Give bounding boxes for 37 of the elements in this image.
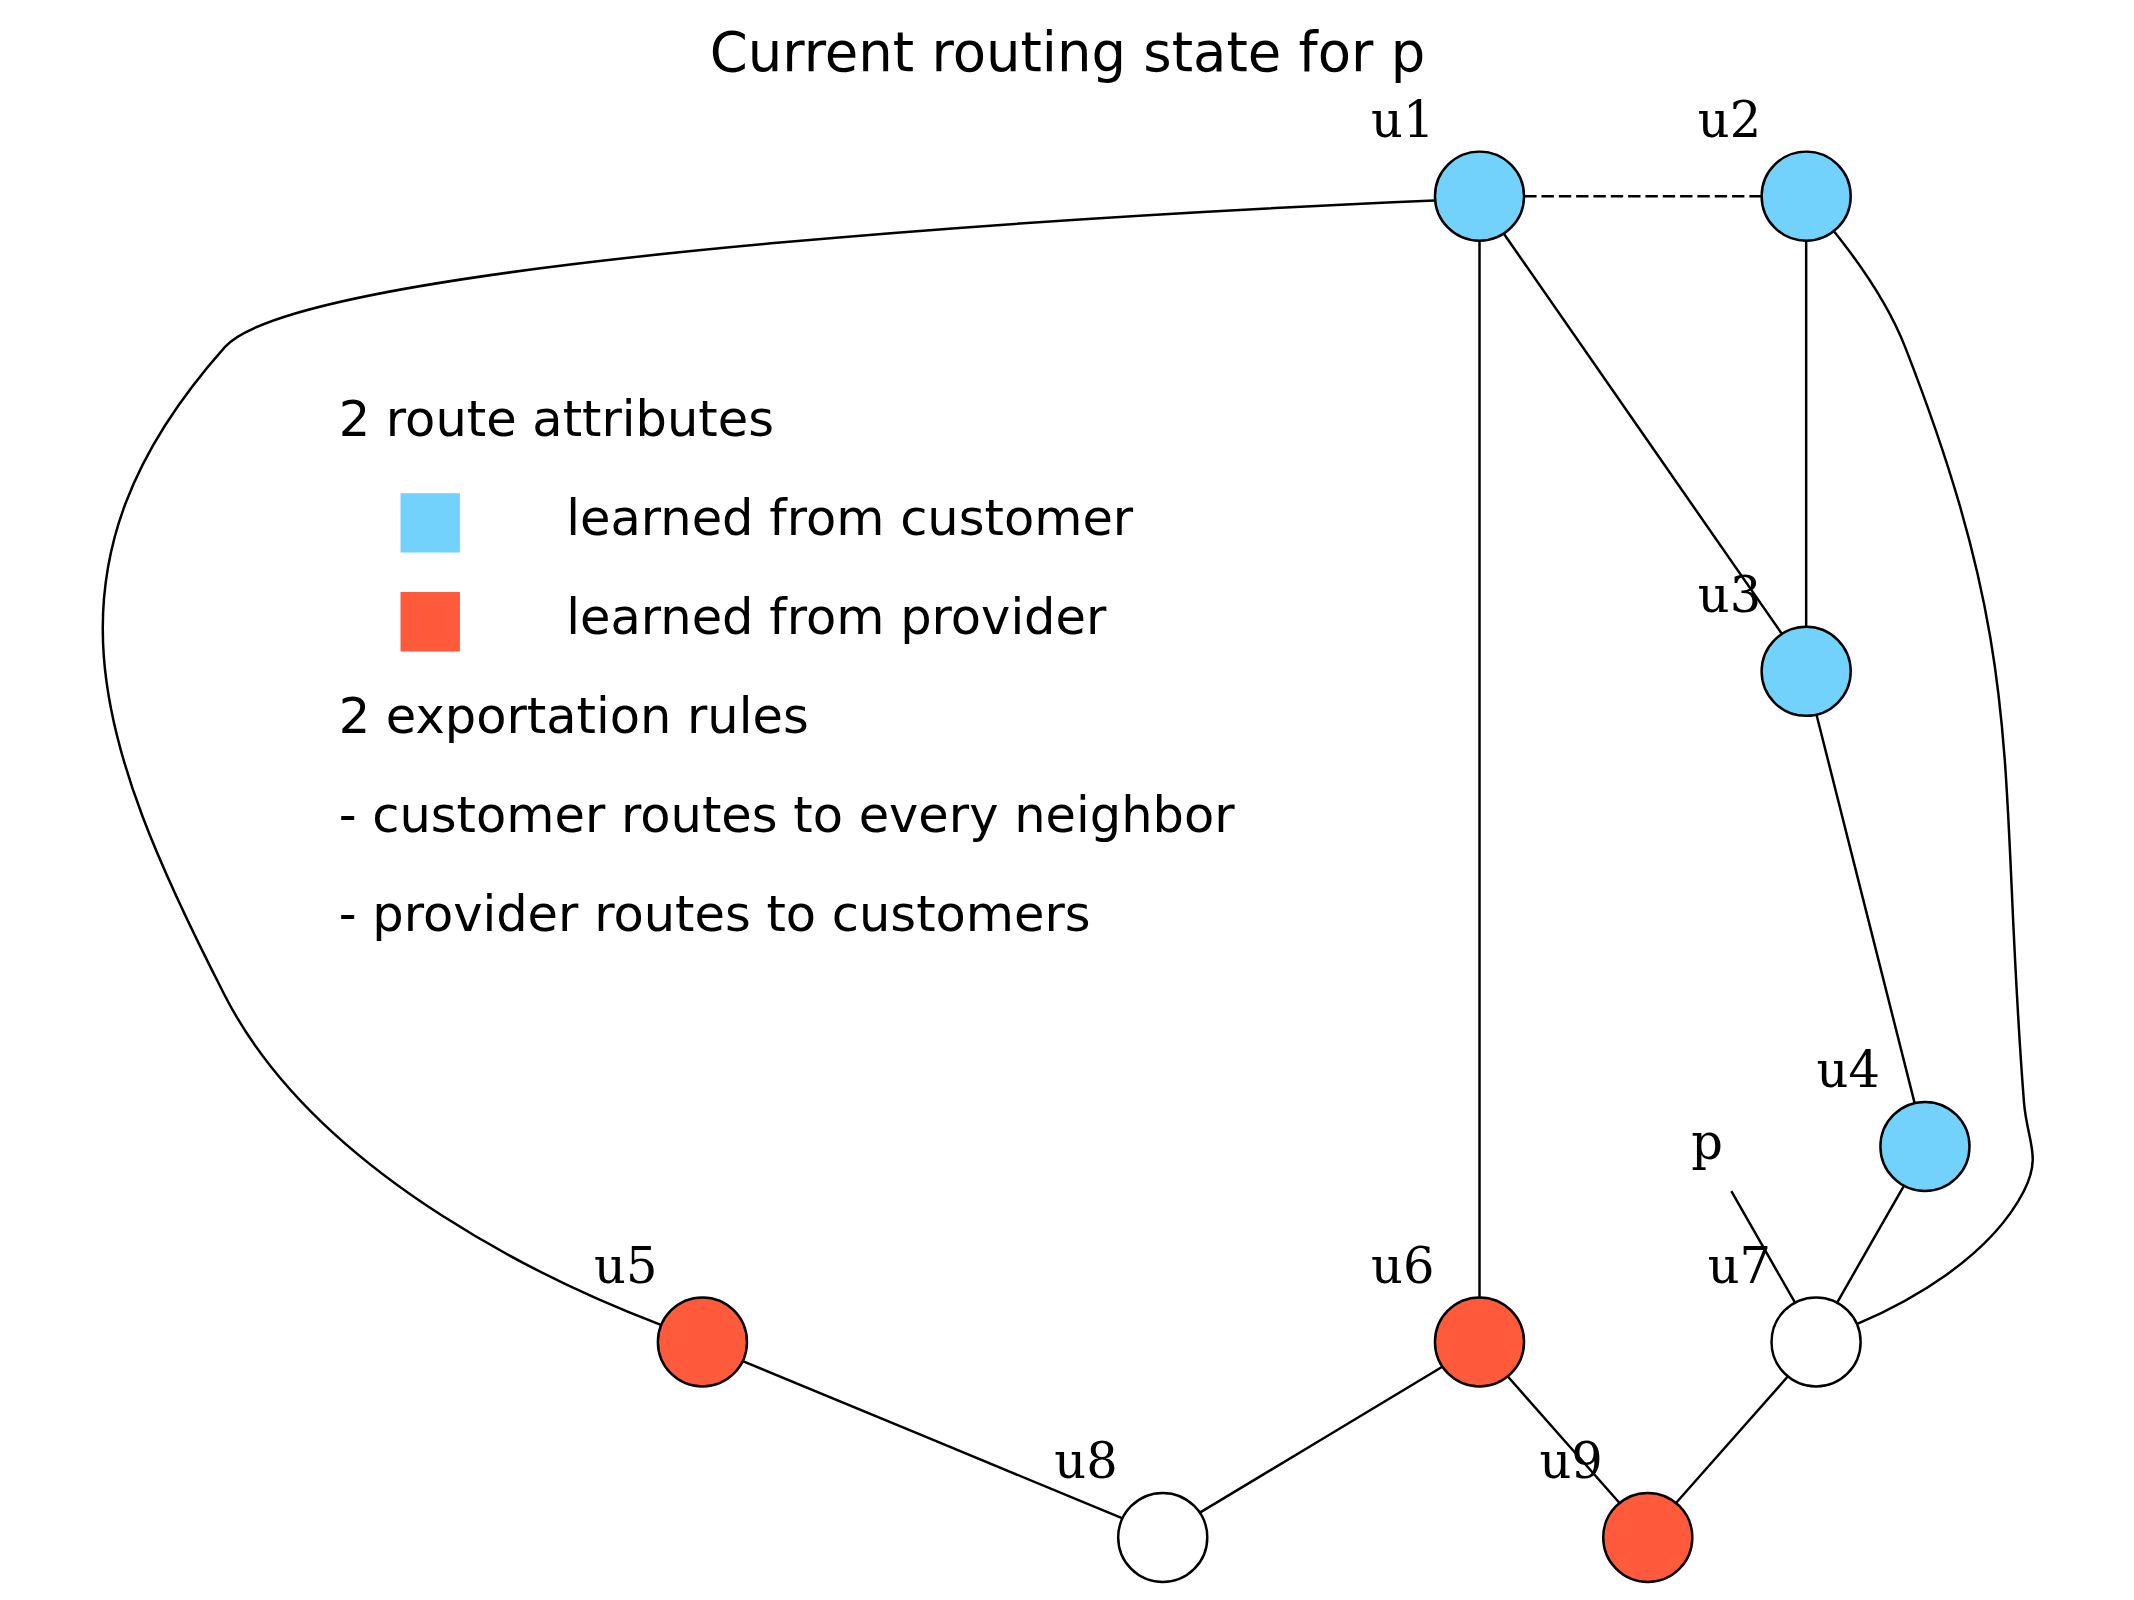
node-label: u1 xyxy=(1370,90,1434,149)
legend-label: learned from customer xyxy=(565,489,1133,548)
connector xyxy=(101,199,1435,1326)
node-circle xyxy=(1433,150,1525,242)
node-label: u8 xyxy=(1053,1432,1118,1491)
connector xyxy=(1477,241,1481,1298)
connector xyxy=(742,1360,1122,1520)
connector xyxy=(1804,241,1807,627)
node-circle xyxy=(1878,1100,1971,1193)
node-circle xyxy=(1601,1491,1694,1584)
node-circle xyxy=(1769,1296,1862,1388)
node-circle xyxy=(656,1296,748,1388)
label: - provider routes to customers xyxy=(338,885,1091,944)
node-label: u7 xyxy=(1707,1236,1771,1295)
connector xyxy=(1814,714,1916,1104)
connector xyxy=(1199,1366,1443,1514)
node-circle xyxy=(1759,150,1852,242)
node-label: u4 xyxy=(1816,1041,1880,1100)
diagram-title: Current routing state for p xyxy=(709,20,1425,85)
connector xyxy=(1523,194,1761,198)
connector xyxy=(1502,233,1783,635)
node-label: u2 xyxy=(1697,90,1761,149)
label: - customer routes to every neighbor xyxy=(338,786,1235,845)
node-label: u6 xyxy=(1370,1236,1434,1295)
connector xyxy=(1832,230,2034,1326)
node-circle xyxy=(1759,625,1852,718)
node-circle xyxy=(1116,1491,1208,1584)
node-label: u3 xyxy=(1697,565,1761,624)
connector xyxy=(1675,1375,1788,1504)
node-text: p xyxy=(1690,1112,1723,1171)
label: 2 route attributes xyxy=(338,390,774,449)
label: 2 exportation rules xyxy=(338,687,809,746)
node-circle xyxy=(1433,1296,1525,1388)
connector xyxy=(1835,1185,1905,1304)
connector xyxy=(1729,1190,1796,1304)
legend-label: learned from provider xyxy=(565,588,1106,647)
node-label: u5 xyxy=(593,1236,657,1295)
